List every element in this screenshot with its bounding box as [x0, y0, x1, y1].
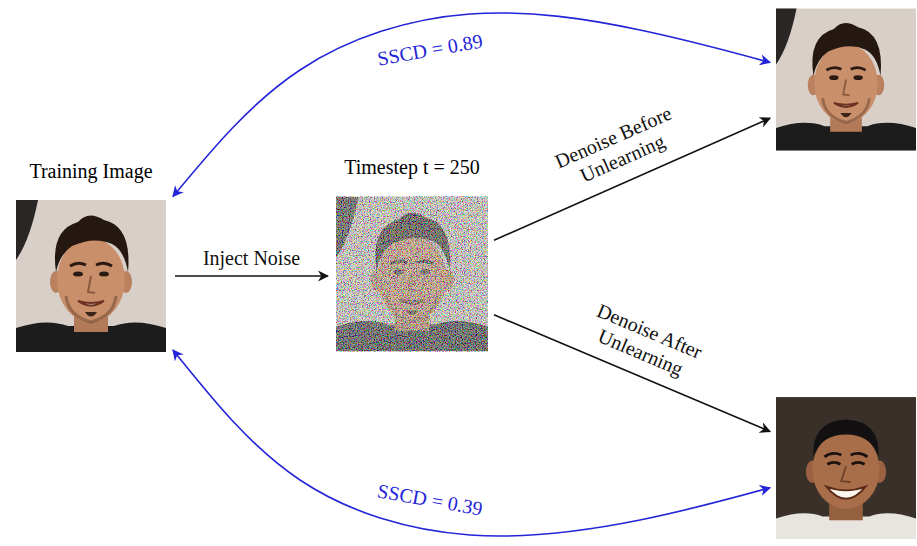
edge-label-holder: Denoise Before Unlearning	[542, 98, 694, 199]
training-photo	[16, 200, 166, 352]
edge-label: SSCD = 0.89	[373, 29, 488, 71]
noisy-photo	[336, 197, 488, 351]
image-node: Timestep t = 250	[336, 156, 488, 352]
edge-label: Denoise Before Unlearning	[542, 98, 694, 199]
edge-label-holder: Inject Noise	[200, 246, 303, 269]
edge-label: Inject Noise	[200, 246, 303, 269]
image-caption: Timestep t = 250	[342, 156, 482, 179]
connector-arrow	[173, 13, 770, 197]
denoised-photo	[776, 9, 916, 151]
edge-label: Denoise After Unlearning	[569, 292, 721, 391]
connector-group	[173, 13, 770, 536]
edge-label-holder: SSCD = 0.39	[373, 479, 488, 521]
image-node	[776, 392, 916, 544]
edge-label-holder: Denoise After Unlearning	[569, 292, 721, 391]
image-caption: Training Image	[27, 160, 154, 183]
image-node: Training Image	[15, 160, 167, 352]
edge-label-holder: SSCD = 0.89	[373, 29, 488, 71]
unlearned-photo	[776, 397, 916, 539]
edge-label: SSCD = 0.39	[373, 479, 488, 521]
image-node	[776, 2, 916, 157]
noise-overlay	[336, 196, 488, 352]
connector-arrow	[175, 275, 328, 277]
